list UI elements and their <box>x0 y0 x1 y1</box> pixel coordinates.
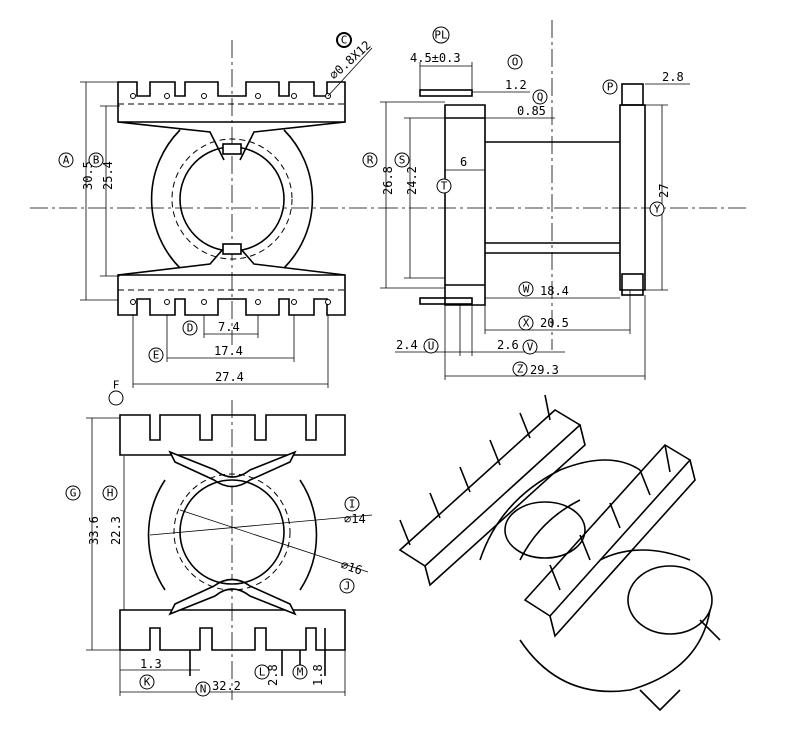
callout-y: Y <box>649 201 665 217</box>
dim-p-value: 2.8 <box>662 70 684 84</box>
svg-text:O: O <box>512 56 519 69</box>
svg-text:C: C <box>341 34 348 47</box>
svg-text:G: G <box>70 487 77 500</box>
svg-text:I: I <box>349 498 356 511</box>
svg-text:H: H <box>107 487 114 500</box>
dim-u-value: 2.4 <box>396 338 418 352</box>
isometric-view <box>398 394 721 712</box>
callout-b: B <box>88 152 104 168</box>
callout-f: F <box>108 379 124 406</box>
dim-v-value: 2.6 <box>497 338 519 352</box>
dim-s-value: 24.2 <box>405 166 419 195</box>
callout-e: E <box>148 347 164 363</box>
callout-g: G <box>65 485 81 501</box>
svg-text:L: L <box>259 666 266 679</box>
dim-o-value: 0.85 <box>517 104 546 118</box>
front-view: 30.5 25.4 A B ∅0.8X12 C 7.4 D 17.4 E 27.… <box>30 32 380 406</box>
callout-x: X <box>518 315 534 331</box>
callout-z: Z <box>512 361 528 377</box>
svg-text:M: M <box>297 666 304 679</box>
callout-s: S <box>394 152 410 168</box>
dim-w-value: 18.4 <box>540 284 569 298</box>
svg-text:Y: Y <box>654 203 661 216</box>
svg-text:R: R <box>367 154 374 167</box>
svg-text:K: K <box>144 676 151 689</box>
dim-k-value: 1.3 <box>140 657 162 671</box>
svg-text:S: S <box>399 154 406 167</box>
callout-l: L <box>254 664 270 680</box>
dim-h-value: 22.3 <box>109 516 123 545</box>
callout-h: H <box>102 485 118 501</box>
callout-pl: PL <box>432 26 450 44</box>
dim-i-value: ∅14 <box>344 512 366 526</box>
svg-text:B: B <box>93 154 100 167</box>
dim-t-value: 6 <box>460 155 467 169</box>
dim-q-value: 1.2 <box>505 78 527 92</box>
svg-text:E: E <box>153 349 160 362</box>
callout-a: A <box>58 152 74 168</box>
svg-text:P: P <box>607 81 614 94</box>
svg-text:X: X <box>523 317 530 330</box>
callout-c: C <box>336 32 352 48</box>
callout-u: U <box>423 338 439 354</box>
callout-r: R <box>362 152 378 168</box>
dim-b-value: 25.4 <box>101 161 115 190</box>
dim-a-value: 30.5 <box>81 161 95 190</box>
callout-o: O <box>507 54 523 70</box>
dim-d-value: 7.4 <box>218 320 240 334</box>
svg-text:Z: Z <box>517 363 524 376</box>
dim-m-value: 1.8 <box>311 664 325 686</box>
callout-v: V <box>522 339 538 355</box>
dim-e-total-value: 27.4 <box>215 370 244 384</box>
svg-text:V: V <box>527 341 534 354</box>
dim-l-value: 2.8 <box>266 664 280 686</box>
svg-text:A: A <box>63 154 70 167</box>
svg-text:F: F <box>113 379 120 392</box>
dim-g-value: 33.6 <box>87 516 101 545</box>
svg-text:Q: Q <box>537 91 544 104</box>
side-view: 26.8 24.2 R S 6 T 4.5±0.3 PL O 1.2 Q 0.8… <box>362 20 750 380</box>
dim-y-value: 27 <box>657 184 671 198</box>
dim-j-value: ∅16 <box>339 558 364 578</box>
callout-t: T <box>436 178 452 194</box>
svg-text:J: J <box>344 580 351 593</box>
svg-text:U: U <box>428 340 435 353</box>
dim-e-value: 17.4 <box>214 344 243 358</box>
svg-text:N: N <box>200 683 207 696</box>
pin-holes-bottom <box>130 299 331 305</box>
dim-pl-value: 4.5±0.3 <box>410 51 461 65</box>
dim-r-value: 26.8 <box>381 166 395 195</box>
svg-text:D: D <box>187 322 194 335</box>
rear-view: 33.6 22.3 G H ∅14 I ∅16 J 1.3 K 2.8 L 1.… <box>65 400 373 700</box>
callout-w: W <box>518 281 534 297</box>
callout-q: Q <box>532 89 548 105</box>
svg-text:W: W <box>523 283 530 296</box>
dim-x-value: 20.5 <box>540 316 569 330</box>
callout-p: P <box>602 79 618 95</box>
callout-i: I <box>344 496 360 512</box>
callout-d: D <box>182 320 198 336</box>
svg-text:PL: PL <box>434 29 448 42</box>
callout-j: J <box>339 578 355 594</box>
dim-z-value: 29.3 <box>530 363 559 377</box>
svg-text:T: T <box>441 180 448 193</box>
callout-k: K <box>139 674 155 690</box>
callout-n: N <box>195 681 211 697</box>
callout-m: M <box>292 664 308 680</box>
dim-n-value: 32.2 <box>212 679 241 693</box>
